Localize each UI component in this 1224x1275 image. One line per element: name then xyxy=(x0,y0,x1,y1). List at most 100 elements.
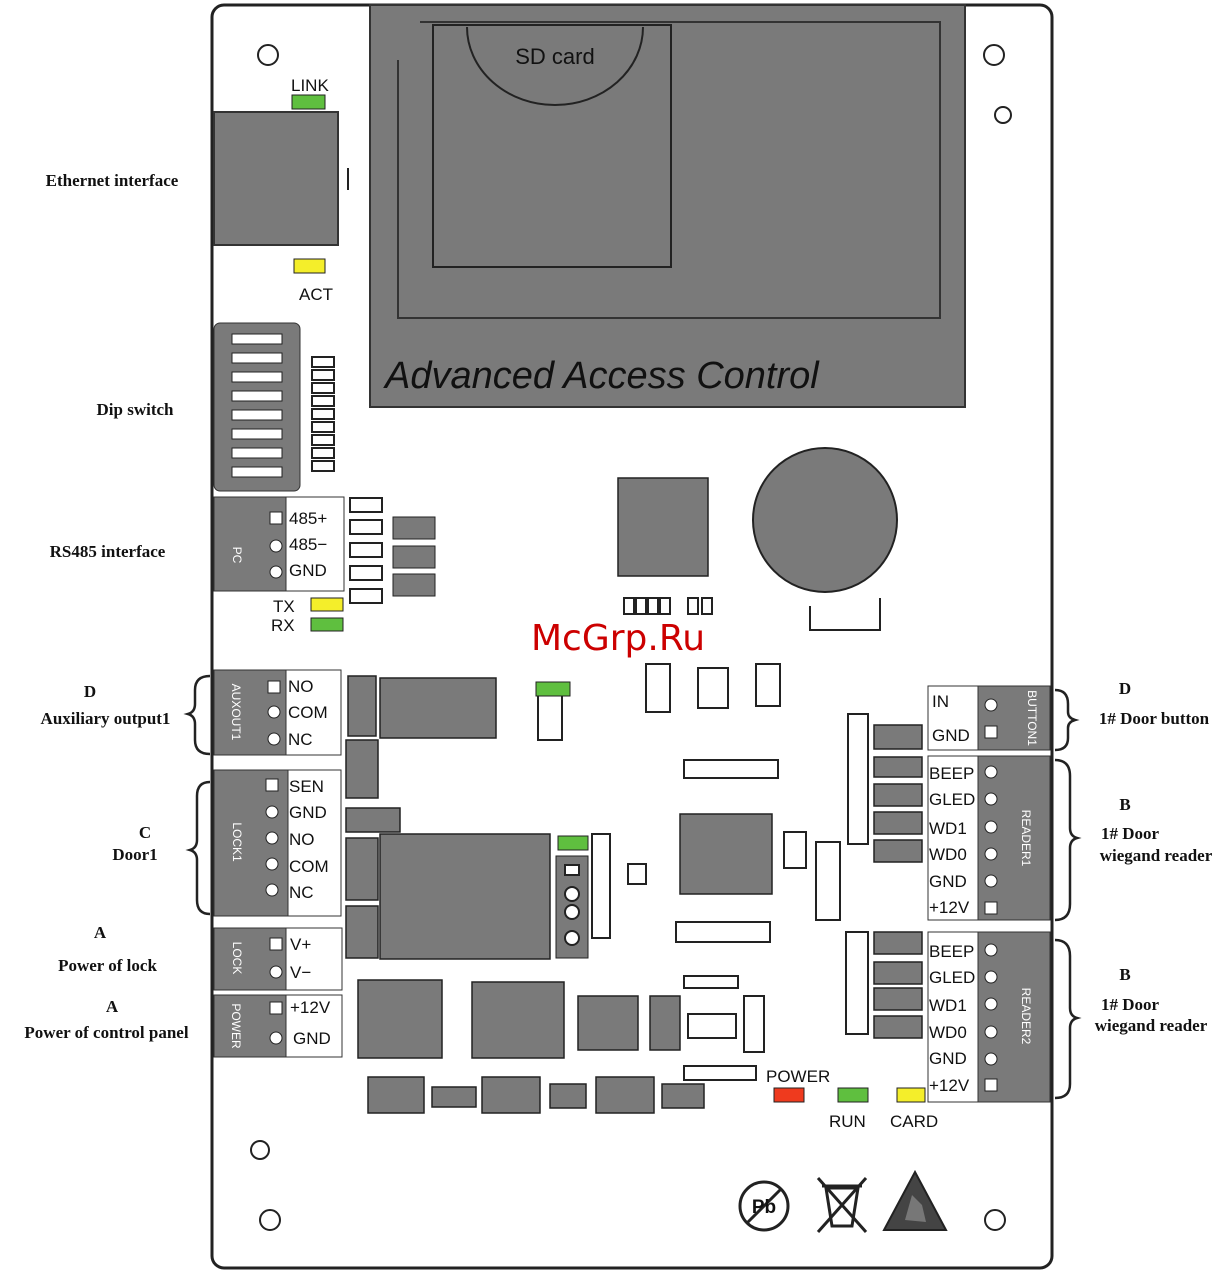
button-pin-2: GND xyxy=(932,726,970,745)
rs485-label: RS485 interface xyxy=(49,542,166,561)
label-brackets xyxy=(183,674,1082,1100)
ethernet-jack xyxy=(213,111,339,246)
auxout-pin-3: NC xyxy=(288,730,313,749)
reader2-pin-1: BEEP xyxy=(929,942,974,961)
button-terminal xyxy=(977,685,1051,751)
reader1-pin-6: +12V xyxy=(929,898,970,917)
sd-card-notch xyxy=(466,26,644,106)
lock1-pin-3: NO xyxy=(289,830,315,849)
pc-pin-3: GND xyxy=(289,561,327,580)
link-led xyxy=(291,94,326,110)
lock1-pin-4: COM xyxy=(289,857,329,876)
reader1-label-line2: wiegand reader xyxy=(1099,846,1213,865)
ethernet-label: Ethernet interface xyxy=(45,171,179,190)
reader2-label-line2: wiegand reader xyxy=(1094,1016,1208,1035)
rx-led-label: RX xyxy=(271,616,295,635)
pc-pin-2: 485− xyxy=(289,535,327,554)
module-title: Advanced Access Control xyxy=(383,355,820,397)
power-terminal-name: POWER xyxy=(229,1003,243,1049)
pc-pin-1: 485+ xyxy=(289,509,327,528)
reader2-pin-5: GND xyxy=(929,1049,967,1068)
sd-card-label: SD card xyxy=(515,44,594,69)
power-led xyxy=(773,1087,805,1103)
watermark: McGrp.Ru xyxy=(531,618,705,659)
reader2-terminal-name: READER2 xyxy=(1019,988,1033,1045)
tx-led xyxy=(310,597,344,612)
reader1-pin-4: WD0 xyxy=(929,845,967,864)
reader2-pin-6: +12V xyxy=(929,1076,970,1095)
run-led-label: RUN xyxy=(829,1112,866,1131)
lock-pin-1: V+ xyxy=(290,935,311,954)
lock-pin-2: V− xyxy=(290,963,311,982)
button-pin-1: IN xyxy=(932,692,949,711)
reader2-letter: B xyxy=(1119,965,1131,984)
resistor-array xyxy=(311,356,335,472)
lock1-pin-5: NC xyxy=(289,883,314,902)
pc-pin-box xyxy=(285,496,345,592)
reader2-pin-2: GLED xyxy=(929,968,975,987)
aux-letter: D xyxy=(83,682,97,701)
reader2-pin-3: WD1 xyxy=(929,996,967,1015)
lock1-terminal-name: LOCK1 xyxy=(230,822,244,862)
lead-free-icon: Pb xyxy=(738,1180,790,1232)
reader1-label-line1: 1# Door xyxy=(1100,824,1160,843)
auxout-terminal-name: AUXOUT1 xyxy=(229,684,243,741)
lock-power-letter: A xyxy=(93,923,107,942)
lead-free-label: Pb xyxy=(752,1197,776,1218)
weee-bin-icon xyxy=(816,1177,868,1233)
rx-led xyxy=(310,617,344,632)
power-pin-1: +12V xyxy=(290,998,331,1017)
button-label: 1# Door button xyxy=(1098,709,1210,728)
rs485-components xyxy=(392,516,436,597)
button-terminal-name: BUTTON1 xyxy=(1025,690,1039,746)
coin-battery xyxy=(752,447,898,593)
aux-label: Auxiliary output1 xyxy=(40,709,171,728)
lock1-pin-2: GND xyxy=(289,803,327,822)
button-pin-box xyxy=(927,685,979,751)
act-led-label: ACT xyxy=(299,285,333,304)
panel-power-letter: A xyxy=(105,997,119,1016)
pc-terminal-name: PC xyxy=(230,547,244,564)
reader1-letter: B xyxy=(1119,795,1131,814)
mounting-holes xyxy=(250,44,1012,1231)
reader1-pin-1: BEEP xyxy=(929,764,974,783)
power-pin-2: GND xyxy=(293,1029,331,1048)
auxout-pin-2: COM xyxy=(288,703,328,722)
card-led xyxy=(896,1087,926,1103)
dip-switch-label: Dip switch xyxy=(96,400,174,419)
reader1-pin-2: GLED xyxy=(929,790,975,809)
reader2-terminal xyxy=(977,931,1051,1103)
reader2-pin-box xyxy=(927,931,979,1103)
jumper-green-indicator xyxy=(557,835,589,851)
tx-led-label: TX xyxy=(273,597,295,616)
link-led-label: LINK xyxy=(291,76,329,95)
smd-green-indicator xyxy=(535,681,571,697)
card-led-label: CARD xyxy=(890,1112,938,1131)
reader2-pin-4: WD0 xyxy=(929,1023,967,1042)
dip-switch xyxy=(213,322,301,492)
module-inner-line xyxy=(397,21,941,319)
reader1-pin-box xyxy=(927,755,979,921)
door-label: Door1 xyxy=(112,845,158,864)
dip-switch-levers xyxy=(231,333,283,478)
power-led-label: POWER xyxy=(766,1067,830,1086)
center-components xyxy=(345,477,923,1114)
reader2-label-line1: 1# Door xyxy=(1100,995,1160,1014)
lock-power-label: Power of lock xyxy=(58,956,157,975)
act-led xyxy=(293,258,326,274)
reader1-terminal-name: READER1 xyxy=(1019,810,1033,867)
door-letter: C xyxy=(138,823,152,842)
panel-power-label: Power of control panel xyxy=(24,1023,189,1042)
reader1-pin-5: GND xyxy=(929,872,967,891)
run-led xyxy=(837,1087,869,1103)
button-letter: D xyxy=(1118,679,1132,698)
esd-warning-icon xyxy=(882,1169,948,1231)
reader1-terminal xyxy=(977,755,1051,921)
small-smd-parts xyxy=(537,597,869,1081)
auxout-pin-1: NO xyxy=(288,677,314,696)
reader1-pin-3: WD1 xyxy=(929,819,967,838)
lock1-pin-1: SEN xyxy=(289,777,324,796)
lock-terminal xyxy=(213,927,287,991)
lock-terminal-name: LOCK xyxy=(230,942,244,975)
